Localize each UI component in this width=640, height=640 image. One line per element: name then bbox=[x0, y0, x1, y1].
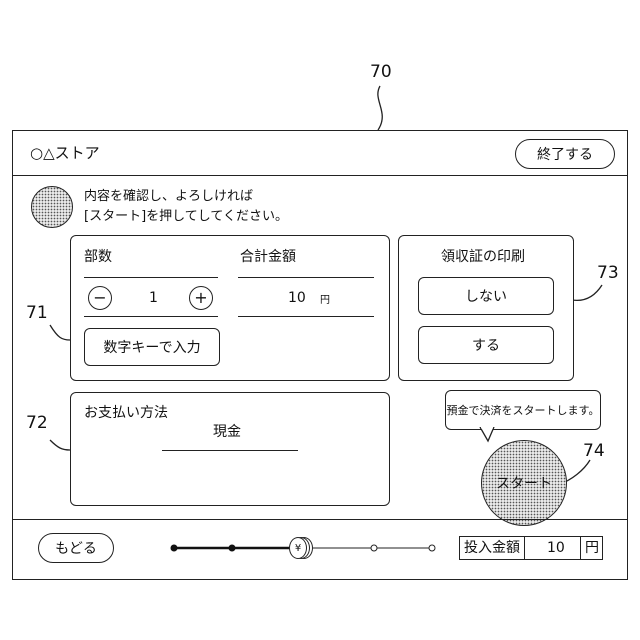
exit-button-label: 終了する bbox=[537, 144, 593, 164]
plus-icon: + bbox=[194, 290, 207, 306]
deposit-label: 投入金額 bbox=[464, 541, 520, 555]
yen-symbol: ¥ bbox=[295, 543, 301, 554]
deposit-value: 10 bbox=[547, 541, 565, 555]
header-divider bbox=[12, 175, 628, 176]
total-bottom-line bbox=[238, 316, 374, 317]
minus-icon: − bbox=[93, 290, 106, 306]
progress-step-4 bbox=[371, 545, 377, 551]
total-top-line bbox=[238, 277, 374, 278]
store-name: ○△ストア bbox=[30, 146, 100, 161]
copies-label: 部数 bbox=[84, 250, 112, 264]
receipt-yes-button[interactable]: する bbox=[418, 326, 554, 364]
tooltip-tail bbox=[478, 427, 502, 443]
receipt-no-button[interactable]: しない bbox=[418, 277, 554, 315]
payment-method-underline bbox=[162, 450, 298, 451]
yen-coin-icon: ¥ bbox=[289, 537, 311, 559]
copies-value: 1 bbox=[149, 291, 158, 305]
progress-step-2 bbox=[229, 545, 236, 552]
message-line-2: [スタート]を押してしてください。 bbox=[84, 210, 288, 223]
total-value: 10 bbox=[288, 291, 306, 305]
receipt-no-label: しない bbox=[465, 286, 507, 306]
avatar bbox=[31, 186, 73, 228]
deposit-divider-2 bbox=[580, 536, 581, 560]
payment-method-value: 現金 bbox=[213, 425, 241, 439]
footer-divider bbox=[12, 519, 628, 520]
copies-top-line bbox=[84, 277, 218, 278]
receipt-yes-label: する bbox=[472, 335, 500, 355]
back-button-label: もどる bbox=[55, 538, 97, 558]
message-line-1: 内容を確認し、よろしければ bbox=[84, 190, 253, 203]
start-button-label: スタート bbox=[496, 473, 552, 493]
increase-button[interactable]: + bbox=[189, 286, 213, 310]
decrease-button[interactable]: − bbox=[88, 286, 112, 310]
progress-step-1 bbox=[171, 545, 178, 552]
back-button[interactable]: もどる bbox=[38, 533, 114, 563]
start-button[interactable]: スタート bbox=[481, 440, 567, 526]
numeric-key-input-label: 数字キーで入力 bbox=[103, 337, 200, 357]
numeric-key-input-button[interactable]: 数字キーで入力 bbox=[84, 328, 220, 366]
start-tooltip-text: 預金で決済をスタートします。 bbox=[447, 402, 600, 418]
copies-bottom-line bbox=[84, 316, 218, 317]
receipt-title: 領収証の印刷 bbox=[441, 250, 525, 264]
deposit-unit: 円 bbox=[585, 541, 599, 555]
total-unit: 円 bbox=[320, 296, 330, 306]
ref-label-screen: 70 bbox=[370, 62, 392, 82]
progress-step-5 bbox=[429, 545, 435, 551]
payment-method-label: お支払い方法 bbox=[84, 406, 168, 420]
start-tooltip: 預金で決済をスタートします。 bbox=[445, 390, 601, 430]
deposit-divider-1 bbox=[524, 536, 525, 560]
exit-button[interactable]: 終了する bbox=[515, 139, 615, 169]
total-label: 合計金額 bbox=[240, 250, 296, 264]
